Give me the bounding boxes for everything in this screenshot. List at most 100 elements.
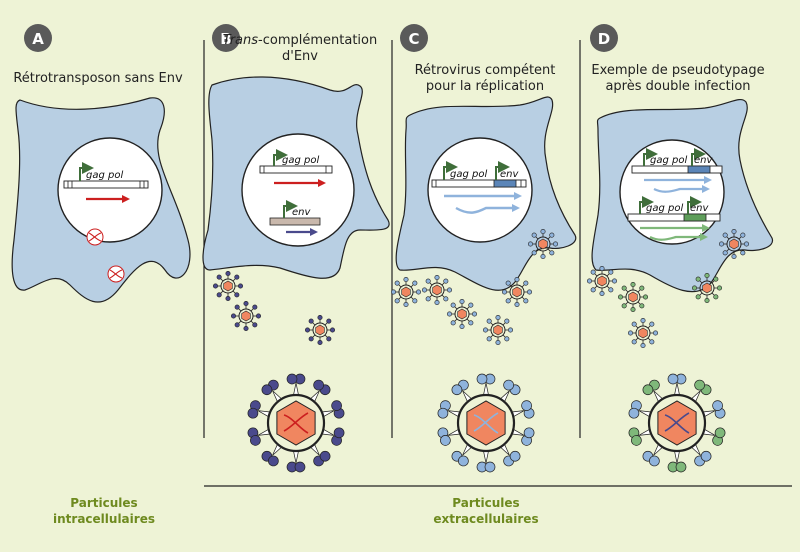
small-virion-d-3-capsid	[638, 327, 648, 339]
rna-arrow-c-spliced	[455, 206, 512, 214]
large-virion-d-spike-lobe	[649, 455, 660, 467]
small-virion-c-2-spike-head	[443, 296, 449, 302]
large-virion-c-spike-lobe	[476, 373, 488, 385]
large-virion-d-rna	[664, 412, 690, 434]
small-virion-c-6-spike-head	[549, 232, 555, 238]
large-virion-b-rna	[283, 412, 309, 434]
small-virion-d-2-spike-head	[617, 294, 623, 300]
small-virion-d-2-spike-head	[621, 285, 627, 291]
large-virion-d-spike-lobe	[667, 373, 679, 385]
panel-a-letter: A	[32, 30, 44, 48]
small-virion-c-5-spike-head	[501, 289, 507, 295]
panel-c-title-line2: pour la réplication	[426, 79, 544, 94]
small-virion-d-4-capsid	[702, 282, 712, 294]
small-virion-b-1	[213, 270, 244, 301]
small-virion-c-5-capsid	[512, 286, 522, 298]
small-virion-b-3-spike-head	[317, 314, 323, 320]
rna-arrowhead-d-green-2	[700, 233, 708, 241]
small-virion-d-4-spike-head	[691, 285, 697, 291]
small-virion-d-1-spike-head	[608, 287, 614, 293]
promoter-arrow-b-1	[273, 149, 288, 166]
env-rna-arrowhead-b	[310, 228, 318, 236]
small-virion-d-2-envelope	[625, 289, 641, 305]
panel-b-title-line2: d'Env	[282, 49, 318, 64]
virion-layer	[213, 229, 749, 473]
promoter-arrow-d-3	[639, 196, 654, 214]
small-virion-b-1-spike-head	[238, 283, 244, 289]
gene-label-env-c: env	[500, 169, 519, 180]
small-virion-d-5-spike-head	[718, 241, 724, 247]
small-virion-b-1-spike-head	[213, 283, 219, 289]
small-virion-d-3-spike-head	[631, 321, 637, 327]
small-virion-b-3-spike-head	[317, 339, 323, 345]
panel-d-badge	[590, 24, 618, 52]
small-virion-d-4-spike-head	[713, 294, 719, 300]
promoter-arrow-d-4	[687, 196, 702, 214]
small-virion-d-2-spike-head	[630, 281, 636, 287]
small-virion-c-5-spike-head	[523, 280, 529, 286]
promoter-arrow-b-2	[283, 200, 298, 218]
large-virion-b-spike-lobe	[247, 407, 259, 419]
small-virion-c-1-capsid	[401, 286, 411, 298]
panel-d-title-line1: Exemple de pseudotypage	[591, 63, 764, 78]
small-virion-c-6-envelope	[535, 236, 551, 252]
gene-label-gag-pol-a: gag pol	[86, 170, 123, 181]
panel-a-title: Rétrotransposon sans Env	[13, 71, 183, 86]
large-virion-c-spike-lobe	[503, 379, 514, 391]
small-virion-c-4-spike-head	[482, 327, 488, 333]
small-virion-b-3-spike-head	[326, 336, 332, 342]
nucleus-a	[57, 137, 163, 243]
large-virion-d-spike-stem	[674, 382, 680, 396]
small-virion-c-3-spike-head	[450, 302, 456, 308]
small-virion-c-4	[482, 314, 513, 345]
large-virion-b-spike-lobe	[268, 455, 279, 467]
env-plasmid-b	[269, 217, 321, 226]
small-virion-d-2-spike-head	[642, 294, 648, 300]
small-virion-b-1-spike-head	[234, 274, 240, 280]
small-virion-c-1	[390, 276, 421, 307]
small-virion-b-2-spike-head	[252, 322, 258, 328]
small-virion-d-3-spike-head	[652, 330, 658, 336]
large-virion-c-spike-lobe	[523, 427, 535, 439]
small-virion-c-2-spike-head	[434, 274, 440, 280]
small-virion-c-5-spike-head	[514, 276, 520, 282]
small-virion-b-2-spike-head	[231, 313, 237, 319]
small-virion-d-5	[718, 229, 749, 260]
small-virion-b-3-spike-head	[308, 336, 314, 342]
small-virion-c-5-envelope	[509, 284, 525, 300]
large-virion-c-spike-lobe	[509, 450, 521, 462]
promoter-arrow-a	[79, 162, 94, 181]
panel-b-title-italic: Trans	[223, 33, 258, 48]
small-virion-b-1-envelope	[220, 278, 236, 294]
small-virion-d-1	[586, 265, 617, 296]
footer-extracellular-line1: Particules	[452, 496, 519, 510]
panel-d-title-line2: après double infection	[605, 79, 750, 94]
small-virion-b-3-spike-head	[326, 318, 332, 324]
small-virion-c-6-capsid	[538, 238, 548, 250]
small-virion-d-3	[627, 317, 658, 348]
panel-b: B Trans-complémentation d'Env gag pol en…	[202, 24, 390, 279]
small-virion-b-3-capsid	[315, 324, 325, 336]
small-virion-c-3-spike-head	[468, 320, 474, 326]
small-virion-b-3-spike-head	[304, 327, 310, 333]
large-virion-b-spike-lobe	[331, 400, 342, 411]
small-virion-c-6-spike-head	[552, 241, 558, 247]
large-virion-b-spike-lobe	[319, 450, 331, 462]
promoter-arrow-c-1	[443, 161, 458, 180]
panel-a-badge	[24, 24, 52, 52]
small-virion-c-4-spike-head	[486, 336, 492, 342]
large-virion-c-spike-stem	[483, 382, 489, 396]
gene-label-gag-pol-b: gag pol	[282, 155, 319, 166]
small-virion-c-1-spike-head	[415, 289, 421, 295]
gene-label-env-d1: env	[694, 155, 713, 166]
small-virion-d-1-spike-head	[599, 290, 605, 296]
panel-b-badge	[212, 24, 240, 52]
large-virion-d-spike-lobe	[628, 407, 640, 419]
small-virion-c-2-spike-head	[443, 278, 449, 284]
rna-arrowhead-d-blue-1	[704, 176, 712, 184]
small-virion-b-2-spike-head	[255, 313, 261, 319]
rna-arrowhead-c-spliced	[512, 204, 520, 212]
small-virion-b-3-envelope	[312, 322, 328, 338]
small-virion-d-5-spike-head	[743, 241, 749, 247]
